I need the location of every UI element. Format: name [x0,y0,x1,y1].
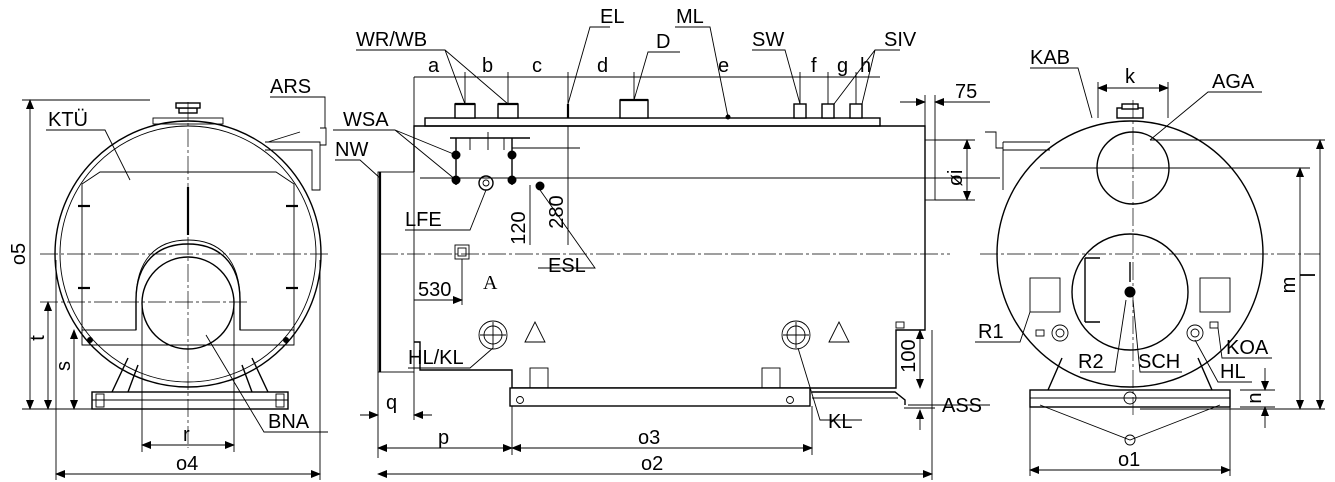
label-o1: o1 [1118,449,1140,471]
label-kl: KL [828,411,852,433]
label-esl: ESL [548,255,586,277]
label-d-upper: D [656,31,670,53]
label-o2: o2 [641,453,663,475]
label-100: 100 [898,339,920,372]
label-r2: R2 [1078,351,1104,373]
label-t: t [27,335,49,341]
label-sch: SCH [1138,351,1180,373]
label-o3: o3 [638,427,660,449]
label-oi: øi [945,170,967,187]
label-sw: SW [752,29,784,51]
label-s: s [53,361,75,371]
label-l: l [1298,273,1320,277]
label-c: c [532,55,542,77]
label-q: q [386,392,397,414]
rear-view [980,100,1320,446]
label-h: h [860,55,871,77]
label-a: a [428,55,440,77]
front-view-dimensions [22,96,328,480]
label-aga: AGA [1212,71,1255,93]
label-group: WR/WB EL ML SW SIV KAB ARS a b c d D e f… [8,6,1320,475]
label-siv: SIV [884,29,917,51]
label-e: e [718,55,729,77]
label-k: k [1125,66,1136,88]
label-b: b [482,55,493,77]
label-hl-kl: HL/KL [408,347,464,369]
label-p: p [438,427,449,449]
label-koa: KOA [1226,337,1269,359]
label-d: d [597,55,608,77]
label-ktu: KTÜ [48,109,88,131]
label-a-marker: A [483,272,498,294]
label-nw: NW [335,139,368,161]
label-ars: ARS [270,76,311,98]
label-120: 120 [508,211,530,244]
label-530: 530 [418,279,451,301]
side-view [377,98,1000,407]
side-view-dimensions [333,26,990,480]
label-hl: HL [1220,361,1246,383]
label-wsa: WSA [343,109,389,131]
label-280: 280 [546,195,568,228]
label-75: 75 [955,81,977,103]
rear-view-dimensions [975,67,1325,476]
label-wr-wb: WR/WB [356,29,427,51]
label-f: f [811,55,817,77]
front-view [40,102,330,448]
label-r1: R1 [978,321,1004,343]
label-el: EL [600,6,624,28]
label-m: m [1278,277,1300,294]
label-ml: ML [676,6,704,28]
label-bna: BNA [268,411,310,433]
label-o5: o5 [8,243,30,265]
label-g: g [837,55,848,77]
label-lfe: LFE [405,209,442,231]
label-ass: ASS [942,395,982,417]
label-n: n [1244,392,1266,403]
label-r: r [183,424,190,446]
label-kab: KAB [1030,47,1070,69]
label-o4: o4 [176,453,198,475]
